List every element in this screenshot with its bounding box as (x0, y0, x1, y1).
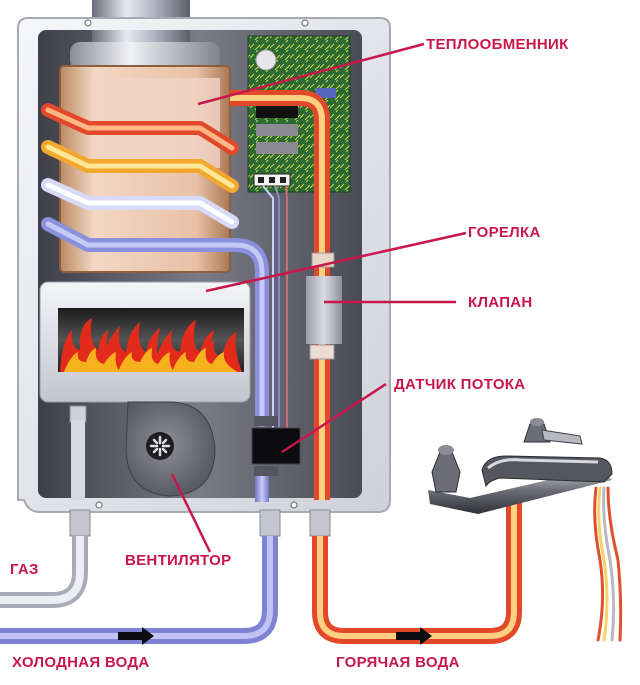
screw (84, 19, 92, 27)
leader-burner (205, 231, 467, 293)
flow-sensor-collar (254, 466, 278, 476)
coil-warm-core (45, 144, 235, 189)
hot-water-arrow-icon (396, 627, 432, 645)
sensor-wire (285, 185, 288, 430)
connector-pin (280, 177, 286, 183)
screw (301, 19, 309, 27)
gas-pipe-internal (71, 420, 85, 500)
hot-fitting (309, 509, 331, 537)
label-hot-water: ГОРЯЧАЯ ВОДА (336, 654, 460, 671)
label-heat-exchanger: ТЕПЛООБМЕННИК (426, 36, 569, 53)
cold-pipe-internal (255, 476, 269, 502)
exchanger-cap (70, 42, 220, 70)
hot-pipe-internal-core (230, 95, 325, 500)
water-stream (593, 486, 623, 642)
coil-cool-core (45, 182, 235, 225)
gas-pipe-internal-fitting (69, 405, 87, 423)
flames (60, 318, 242, 372)
label-valve: КЛАПАН (468, 294, 533, 311)
leader-heat-exchanger (197, 42, 425, 106)
label-cold-water: ХОЛОДНАЯ ВОДА (12, 654, 150, 671)
sensor-wire (262, 185, 274, 430)
flow-sensor-collar (254, 416, 278, 426)
coil-hot-core (45, 107, 235, 151)
fan-hub (146, 432, 174, 460)
cold-fitting (259, 509, 281, 537)
connector-pin (269, 177, 275, 183)
board-capacitor (255, 49, 277, 71)
hot-water-pipe (312, 500, 522, 644)
board-chip (256, 124, 298, 136)
screw (95, 501, 103, 509)
connector-pin (258, 177, 264, 183)
gas-fitting (69, 509, 91, 537)
cold-water-pipe-highlight (0, 536, 273, 639)
cold-water-pipe (0, 536, 278, 644)
coil-cold-core (45, 221, 265, 423)
faucet (428, 418, 613, 514)
hot-water-pipe-highlight (317, 500, 517, 639)
leader-flow-sensor (281, 382, 387, 454)
sensor-wire (274, 185, 280, 430)
board-chip (256, 142, 298, 154)
leader-lines (170, 42, 467, 553)
label-gas: ГАЗ (10, 561, 39, 578)
board-chip (256, 104, 298, 118)
label-fan: ВЕНТИЛЯТОР (125, 552, 232, 569)
board-component (316, 88, 336, 98)
cold-water-arrow-icon (118, 627, 154, 645)
label-burner: ГОРЕЛКА (468, 224, 541, 241)
screw (290, 501, 298, 509)
valve (306, 276, 342, 344)
flue-pipe (92, 0, 190, 22)
label-flow-sensor: ДАТЧИК ПОТОКА (394, 376, 526, 393)
fan-icon (149, 435, 171, 457)
leader-fan (170, 473, 212, 553)
valve-bottom-fitting (309, 344, 335, 360)
gas-pipe-highlight (0, 536, 84, 604)
